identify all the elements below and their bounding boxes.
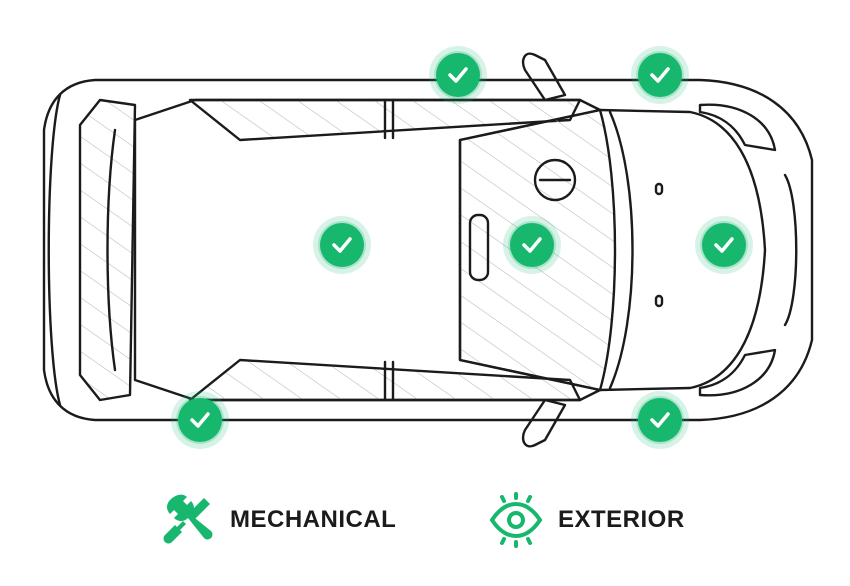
legend-exterior-label: EXTERIOR bbox=[558, 506, 685, 533]
check-icon bbox=[448, 67, 468, 83]
right-mirror bbox=[521, 398, 567, 448]
legend-mechanical: MECHANICAL bbox=[160, 490, 396, 550]
legend-mechanical-label: MECHANICAL bbox=[230, 506, 397, 533]
hotspot-rear-right-corner[interactable] bbox=[171, 391, 229, 449]
check-icon bbox=[190, 412, 210, 428]
hotspot-hood[interactable] bbox=[695, 216, 753, 274]
hotspot-front-left-corner[interactable] bbox=[631, 46, 689, 104]
car-body-outline bbox=[42, 78, 814, 422]
hotspot-windshield[interactable] bbox=[503, 216, 561, 274]
check-icon bbox=[650, 412, 670, 428]
eye-icon bbox=[489, 492, 543, 548]
left-mirror bbox=[521, 52, 567, 102]
hotspot-front-right-corner[interactable] bbox=[631, 391, 689, 449]
hotspot-roof[interactable] bbox=[313, 216, 371, 274]
legend-exterior: EXTERIOR bbox=[488, 490, 685, 550]
hood bbox=[598, 108, 767, 392]
check-icon bbox=[650, 67, 670, 83]
check-icon bbox=[332, 237, 352, 253]
hotspot-front-left-mirror[interactable] bbox=[429, 46, 487, 104]
check-icon bbox=[522, 237, 542, 253]
steering-wheel bbox=[533, 158, 577, 202]
check-icon bbox=[714, 237, 734, 253]
wrench-screwdriver-icon bbox=[163, 494, 213, 544]
